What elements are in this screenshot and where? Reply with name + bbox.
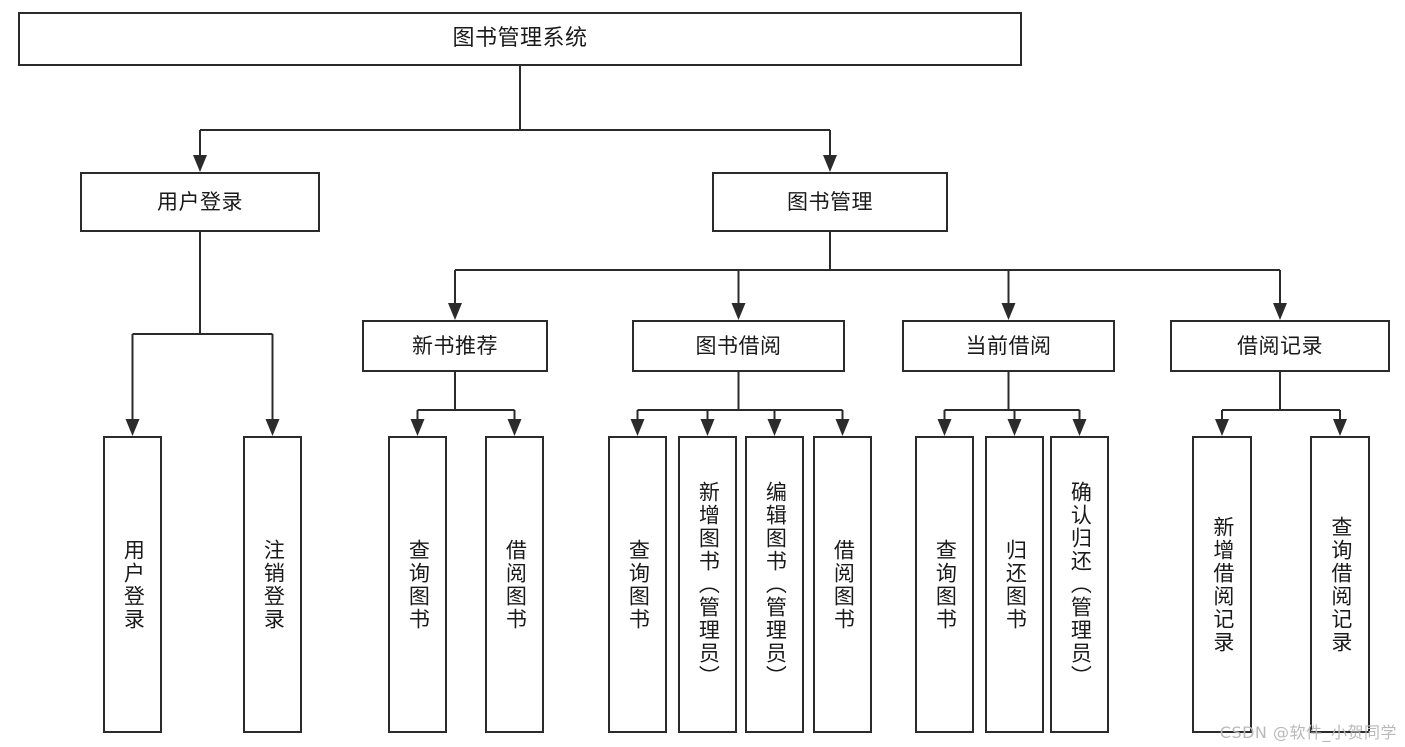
node-root[interactable]: 图书管理系统 — [18, 12, 1022, 66]
node-label: 借阅图书 — [503, 538, 528, 631]
node-user-login[interactable]: 用户登录 — [80, 172, 320, 232]
node-leaf-add-record[interactable]: 新增借阅记录 — [1192, 436, 1252, 733]
node-label: 图书管理系统 — [452, 26, 588, 52]
node-leaf-edit-book[interactable]: 编辑图书（管理员） — [745, 436, 804, 733]
node-label: 查询借阅记录 — [1328, 515, 1353, 654]
node-label: 用户登录 — [157, 189, 243, 214]
node-label: 图书借阅 — [695, 333, 782, 358]
node-book-manage[interactable]: 图书管理 — [712, 172, 948, 232]
node-leaf-query-book[interactable]: 查询图书 — [608, 436, 667, 733]
node-label: 用户登录 — [121, 538, 146, 631]
node-leaf-borrow-book[interactable]: 借阅图书 — [813, 436, 872, 733]
node-label: 借阅图书 — [831, 538, 856, 631]
node-leaf-query-book-cur[interactable]: 查询图书 — [915, 436, 974, 733]
node-current-borrow[interactable]: 当前借阅 — [902, 320, 1115, 372]
node-label: 编辑图书（管理员） — [763, 481, 788, 688]
node-label: 归还图书 — [1003, 538, 1028, 631]
node-label: 借阅记录 — [1237, 333, 1323, 358]
node-book-borrow[interactable]: 图书借阅 — [632, 320, 845, 372]
node-label: 新增图书（管理员） — [696, 481, 721, 688]
node-borrow-record[interactable]: 借阅记录 — [1170, 320, 1390, 372]
node-leaf-logout[interactable]: 注销登录 — [243, 436, 302, 733]
node-leaf-query-record[interactable]: 查询借阅记录 — [1310, 436, 1370, 733]
node-label: 确认归还（管理员） — [1068, 481, 1093, 688]
node-new-book-rec[interactable]: 新书推荐 — [362, 320, 548, 372]
node-label: 新书推荐 — [412, 333, 498, 358]
node-leaf-return-book[interactable]: 归还图书 — [985, 436, 1044, 733]
node-label: 查询图书 — [626, 538, 651, 631]
node-label: 查询图书 — [406, 538, 431, 631]
node-leaf-add-book[interactable]: 新增图书（管理员） — [678, 436, 737, 733]
node-label: 当前借阅 — [965, 333, 1052, 358]
node-label: 新增借阅记录 — [1210, 515, 1235, 654]
node-leaf-borrow-book-rec[interactable]: 借阅图书 — [485, 436, 544, 733]
node-leaf-user-login[interactable]: 用户登录 — [103, 436, 162, 733]
node-leaf-query-book-rec[interactable]: 查询图书 — [388, 436, 447, 733]
watermark: CSDN @软件_小贺同学 — [1219, 723, 1397, 742]
node-leaf-confirm-return[interactable]: 确认归还（管理员） — [1050, 436, 1109, 733]
node-label: 图书管理 — [787, 189, 873, 214]
node-label: 注销登录 — [261, 538, 286, 631]
node-label: 查询图书 — [933, 538, 958, 631]
